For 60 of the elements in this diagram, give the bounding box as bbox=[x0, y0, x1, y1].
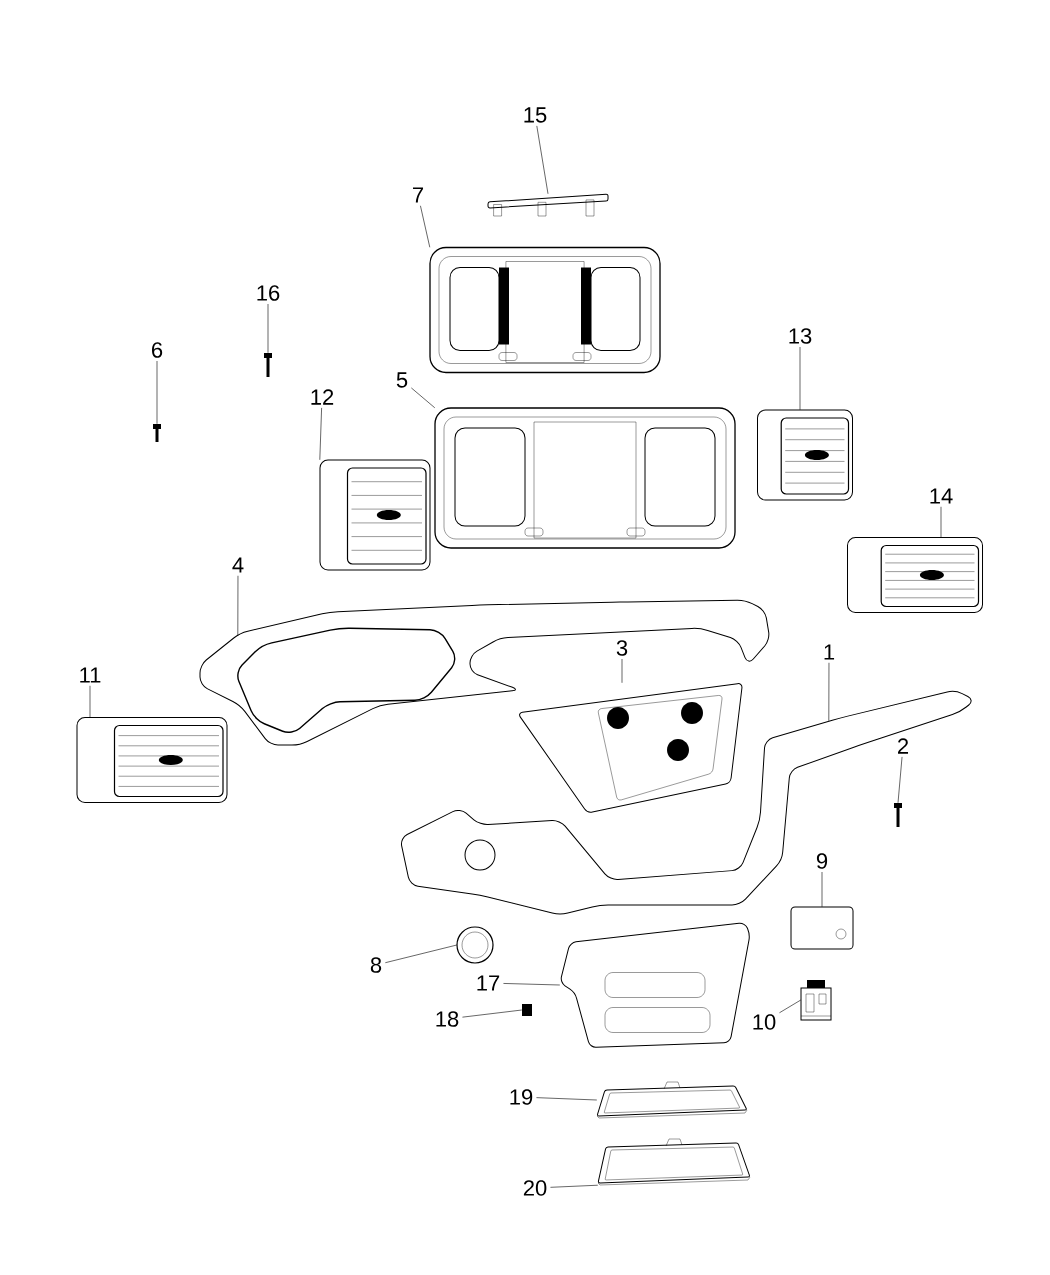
callout-number: 12 bbox=[311, 389, 334, 405]
callout-number: 2 bbox=[898, 738, 909, 754]
callout-number: 14 bbox=[930, 488, 953, 504]
callout-number: 18 bbox=[436, 1011, 459, 1027]
callout-number: 5 bbox=[396, 372, 408, 388]
leader-line bbox=[536, 125, 549, 195]
leader-line bbox=[828, 662, 830, 722]
leader-line bbox=[821, 871, 823, 908]
mat-drawing bbox=[596, 1081, 748, 1119]
callout-number: 6 bbox=[152, 342, 163, 358]
air-vent-drawing bbox=[757, 409, 853, 501]
leader-line bbox=[550, 1184, 599, 1188]
display-bezel-drawing bbox=[429, 246, 661, 374]
callout-number: 16 bbox=[257, 285, 280, 301]
trim-panel-drawing bbox=[401, 690, 972, 915]
callout-number: 3 bbox=[616, 640, 628, 656]
leader-line bbox=[799, 346, 801, 411]
callout-number: 7 bbox=[413, 187, 423, 203]
callout-number: 15 bbox=[524, 107, 547, 123]
leader-line bbox=[319, 407, 322, 461]
screw-drawing bbox=[894, 803, 902, 827]
connector-drawing bbox=[800, 980, 832, 1021]
leader-line bbox=[940, 506, 942, 538]
leader-line bbox=[267, 303, 269, 354]
leader-line bbox=[503, 983, 561, 986]
cluster-bezel-drawing bbox=[199, 599, 770, 746]
callout-number: 19 bbox=[510, 1089, 533, 1105]
leader-line bbox=[621, 658, 623, 684]
callout-number: 9 bbox=[816, 853, 828, 869]
callout-number: 13 bbox=[789, 328, 812, 344]
leader-line bbox=[385, 944, 458, 963]
callout-number: 11 bbox=[80, 667, 101, 683]
control-panel-drawing bbox=[519, 683, 743, 813]
callout-number: 4 bbox=[232, 557, 244, 573]
callout-number: 8 bbox=[370, 957, 382, 973]
ring-drawing bbox=[456, 926, 494, 964]
air-vent-drawing bbox=[847, 537, 983, 613]
callout-number: 20 bbox=[523, 1180, 547, 1196]
air-vent-drawing bbox=[76, 717, 228, 803]
callout-number: 17 bbox=[477, 975, 500, 991]
leader-line bbox=[237, 575, 239, 637]
leader-line bbox=[897, 756, 903, 804]
display-bezel-drawing bbox=[434, 407, 736, 549]
leader-line bbox=[156, 360, 158, 425]
air-vent-drawing bbox=[319, 459, 431, 571]
leader-line bbox=[462, 1009, 523, 1018]
clip-drawing bbox=[522, 1004, 532, 1016]
leader-line bbox=[411, 387, 436, 409]
leader-line bbox=[779, 999, 802, 1014]
screw-drawing bbox=[264, 353, 272, 377]
mat-drawing bbox=[597, 1138, 751, 1186]
leader-line bbox=[536, 1097, 598, 1101]
screw-drawing bbox=[153, 424, 161, 442]
storage-bin-drawing bbox=[560, 922, 750, 1048]
callout-number: 10 bbox=[753, 1014, 776, 1030]
trim-strip-drawing bbox=[487, 193, 609, 217]
callout-number: 1 bbox=[824, 644, 835, 660]
leader-line bbox=[89, 685, 91, 718]
switch-drawing bbox=[790, 906, 854, 950]
leader-line bbox=[420, 205, 431, 248]
